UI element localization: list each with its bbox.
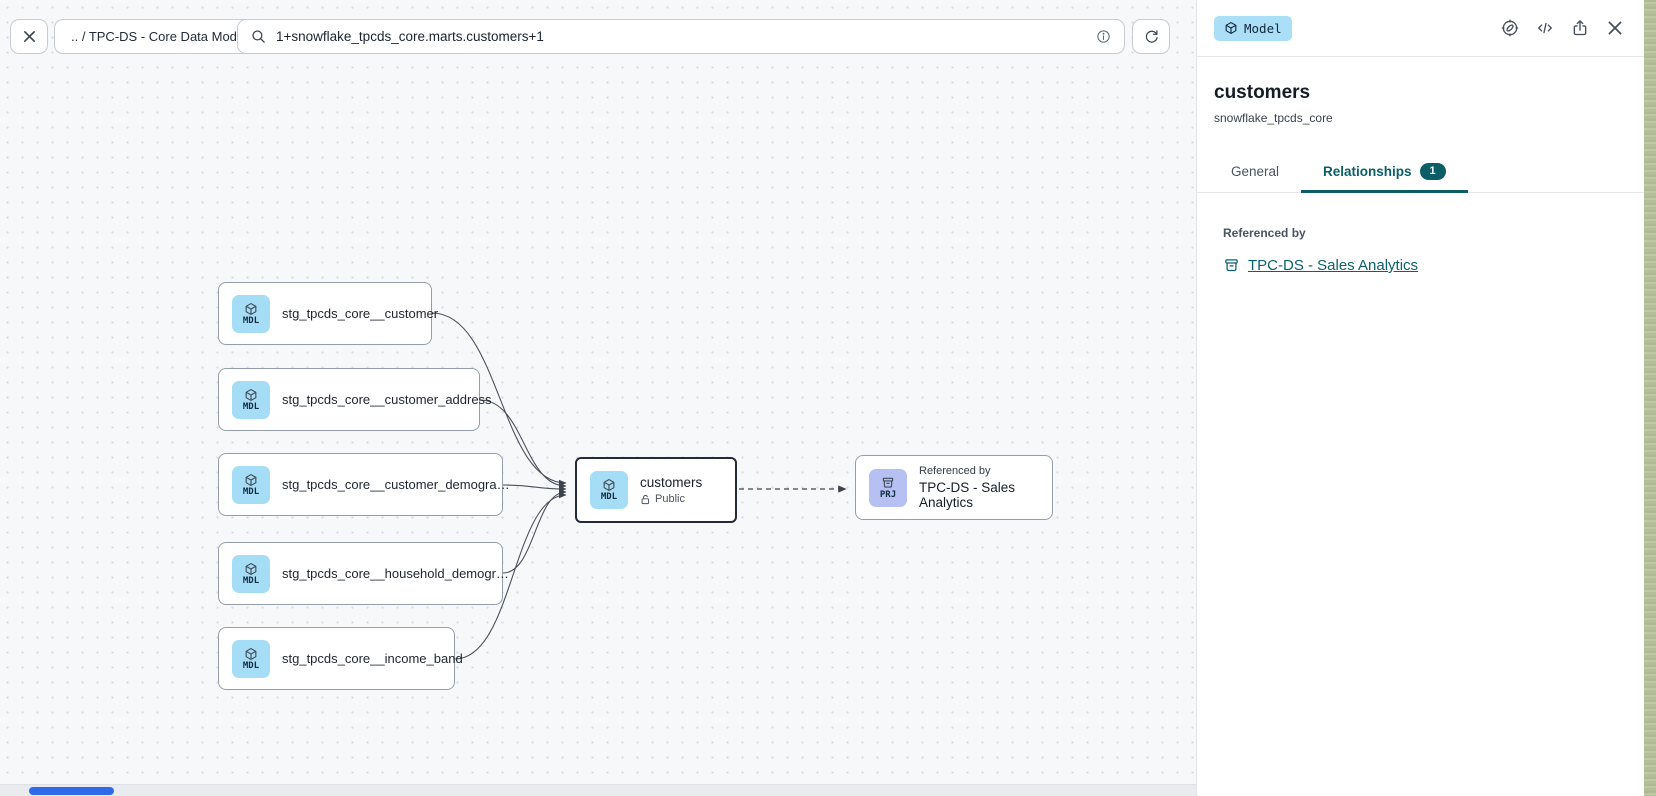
breadcrumb-label: .. / TPC-DS - Core Data Models bbox=[71, 29, 254, 44]
close-icon bbox=[22, 29, 37, 44]
tab-relationships[interactable]: Relationships 1 bbox=[1301, 152, 1468, 193]
node-label: stg_tpcds_core__customer_address bbox=[282, 392, 492, 407]
scrollbar-thumb[interactable] bbox=[29, 787, 114, 795]
close-lineage-button[interactable] bbox=[10, 19, 48, 54]
cube-icon bbox=[244, 473, 258, 487]
model-node[interactable]: MDL stg_tpcds_core__income_band bbox=[218, 627, 463, 690]
model-icon: MDL bbox=[232, 554, 270, 593]
tab-general[interactable]: General bbox=[1209, 152, 1301, 193]
referenced-by-label: Referenced by bbox=[1223, 226, 1306, 240]
horizontal-scrollbar[interactable] bbox=[0, 784, 1196, 796]
project-subtitle: snowflake_tpcds_core bbox=[1214, 111, 1333, 125]
tab-relationships-label: Relationships bbox=[1323, 163, 1412, 179]
project-node[interactable]: PRJ Referenced by TPC-DS - Sales Analyti… bbox=[855, 455, 1053, 520]
selected-model-node[interactable]: MDL customers Public bbox=[575, 457, 737, 523]
project-icon-label: PRJ bbox=[879, 489, 897, 500]
page-title: customers bbox=[1214, 82, 1311, 103]
cube-icon bbox=[244, 562, 258, 576]
cube-icon bbox=[1224, 21, 1238, 35]
panel-header: Model bbox=[1197, 0, 1644, 57]
search-input[interactable] bbox=[276, 29, 1086, 44]
relationships-count-badge: 1 bbox=[1419, 162, 1446, 180]
resource-type-label: Model bbox=[1244, 20, 1282, 36]
breadcrumb[interactable]: .. / TPC-DS - Core Data Models bbox=[54, 19, 271, 54]
lineage-canvas[interactable]: MDL stg_tpcds_core__customer MDL stg_tpc… bbox=[0, 0, 1196, 796]
reference-link-row[interactable]: TPC-DS - Sales Analytics bbox=[1223, 257, 1626, 274]
model-icon-label: MDL bbox=[242, 486, 260, 497]
model-node[interactable]: MDL stg_tpcds_core__household_demogr… bbox=[218, 542, 509, 605]
model-icon: MDL bbox=[232, 639, 270, 678]
node-label: stg_tpcds_core__customer bbox=[282, 306, 439, 321]
model-node[interactable]: MDL stg_tpcds_core__customer_demogra… bbox=[218, 453, 510, 516]
model-icon-label: MDL bbox=[600, 492, 618, 502]
close-panel-button[interactable] bbox=[1604, 17, 1626, 39]
refresh-button[interactable] bbox=[1132, 19, 1170, 54]
node-title: TPC-DS - Sales Analytics bbox=[919, 480, 1016, 510]
model-node[interactable]: MDL stg_tpcds_core__customer_address bbox=[218, 368, 492, 431]
node-label: stg_tpcds_core__income_band bbox=[282, 651, 463, 666]
cube-icon bbox=[244, 388, 258, 402]
model-icon: MDL bbox=[232, 380, 270, 419]
node-label: stg_tpcds_core__customer_demogra… bbox=[282, 477, 510, 492]
info-icon[interactable] bbox=[1095, 28, 1112, 45]
model-icon-label: MDL bbox=[242, 315, 260, 326]
refresh-icon bbox=[1143, 28, 1160, 45]
model-icon-label: MDL bbox=[242, 660, 260, 671]
referenced-by-section: Referenced by TPC-DS - Sales Analytics bbox=[1197, 193, 1644, 274]
resource-type-badge: Model bbox=[1214, 15, 1292, 41]
archive-icon bbox=[881, 476, 895, 490]
project-icon: PRJ bbox=[869, 468, 907, 507]
model-node[interactable]: MDL stg_tpcds_core__customer bbox=[218, 282, 438, 345]
panel-tabs: General Relationships 1 bbox=[1197, 152, 1644, 193]
lineage-search[interactable] bbox=[237, 19, 1125, 54]
node-eyebrow: Referenced by bbox=[919, 465, 991, 477]
unlock-icon bbox=[640, 494, 651, 505]
lineage-edges bbox=[431, 312, 847, 660]
explore-lineage-button[interactable] bbox=[1499, 17, 1521, 39]
node-label: stg_tpcds_core__household_demogr… bbox=[282, 566, 509, 581]
details-panel: Model customers snowflake_tpcds_core Gen… bbox=[1196, 0, 1644, 796]
share-icon[interactable] bbox=[1569, 17, 1591, 39]
code-icon[interactable] bbox=[1534, 17, 1556, 39]
search-icon bbox=[250, 28, 267, 45]
node-visibility: Public bbox=[655, 493, 685, 505]
cube-icon bbox=[244, 647, 258, 661]
node-title: customers bbox=[640, 475, 703, 490]
tab-general-label: General bbox=[1231, 163, 1280, 179]
model-icon-label: MDL bbox=[242, 401, 260, 412]
cube-icon bbox=[602, 478, 616, 492]
archive-icon bbox=[1223, 257, 1240, 274]
reference-link[interactable]: TPC-DS - Sales Analytics bbox=[1248, 257, 1419, 274]
model-icon: MDL bbox=[232, 294, 270, 333]
cube-icon bbox=[244, 302, 258, 316]
model-icon: MDL bbox=[590, 471, 628, 509]
model-icon: MDL bbox=[232, 465, 270, 504]
wallpaper-edge-strip bbox=[1644, 0, 1656, 796]
model-icon-label: MDL bbox=[242, 575, 260, 586]
